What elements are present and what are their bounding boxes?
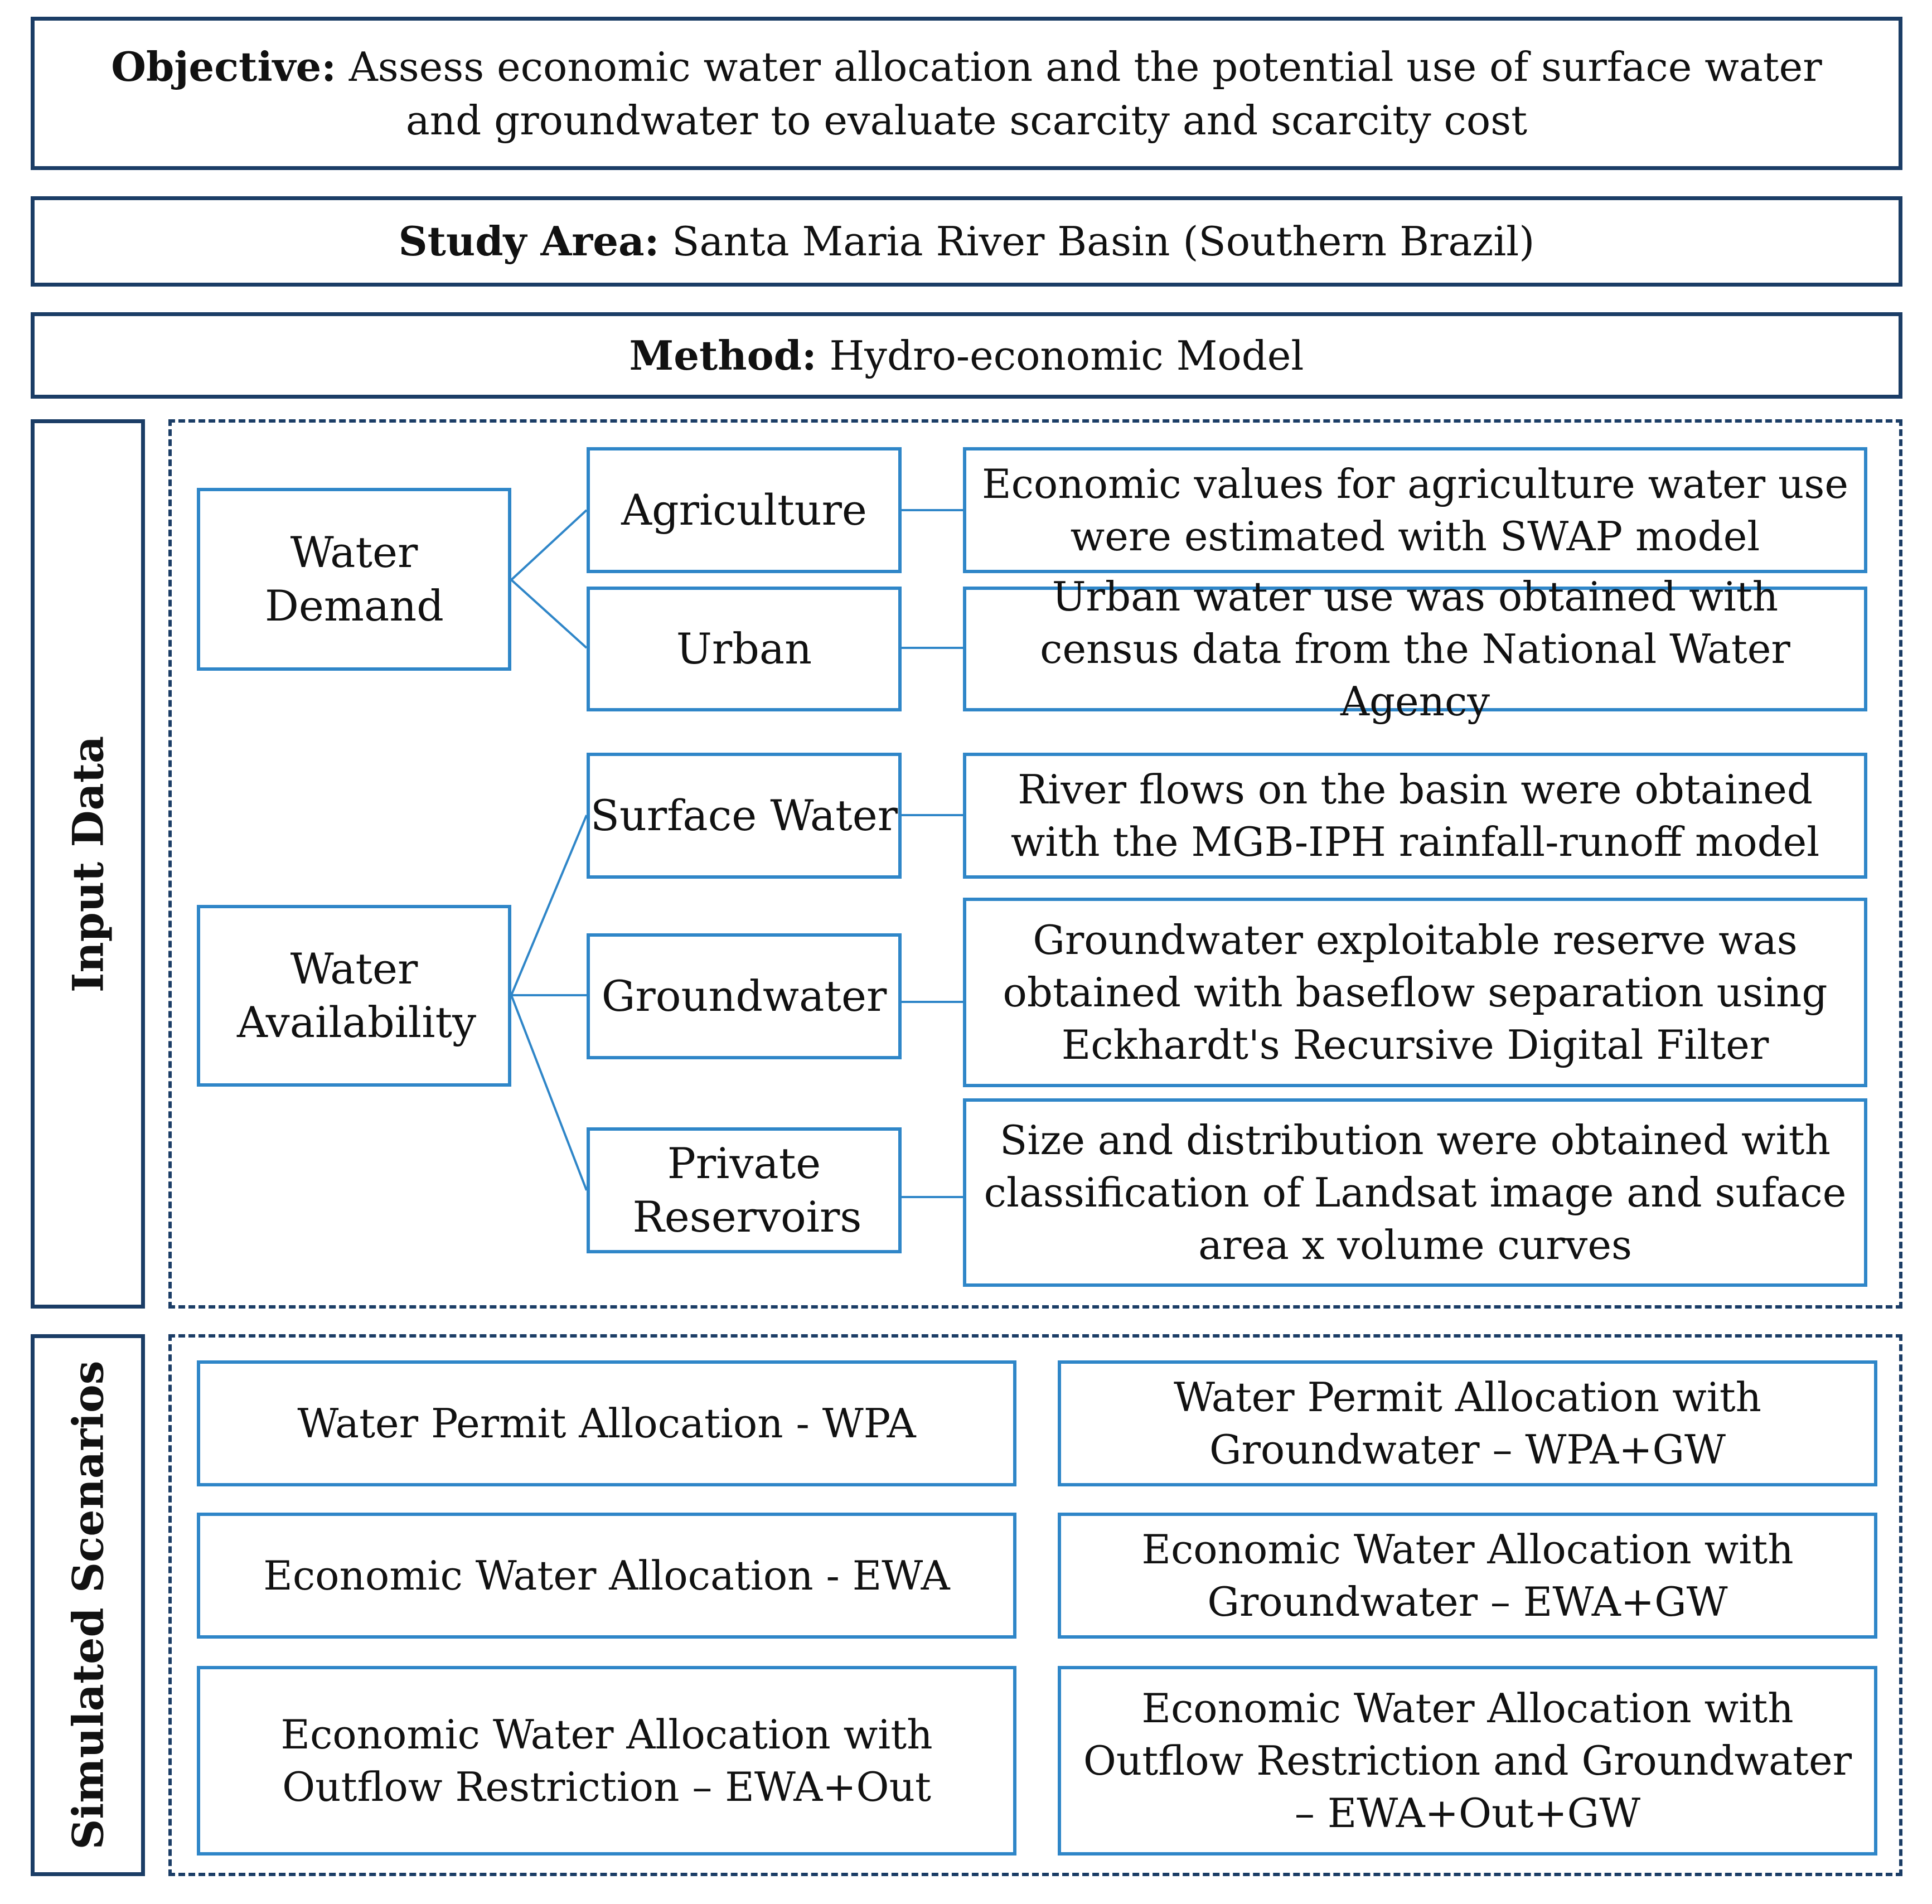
objective-label: Objective: xyxy=(111,42,336,90)
water-demand-label: Water Demand xyxy=(265,527,444,631)
scenario-wpa: Water Permit Allocation - WPA xyxy=(197,1360,1016,1486)
scenario-ewa-out: Economic Water Allocation with Outflow R… xyxy=(197,1666,1016,1855)
surface-water-description: River flows on the basin were obtained w… xyxy=(1010,766,1820,865)
urban-description: Urban water use was obtained with census… xyxy=(1040,573,1790,725)
private-reservoirs-description: Size and distribution were obtained with… xyxy=(984,1117,1847,1268)
agriculture-description-box: Economic values for agriculture water us… xyxy=(963,447,1867,573)
urban-node: Urban xyxy=(587,587,902,711)
scenario-ewa-gw: Economic Water Allocation with Groundwat… xyxy=(1058,1513,1877,1639)
surface-water-description-box: River flows on the basin were obtained w… xyxy=(963,753,1867,879)
method-text: Hydro-economic Model xyxy=(829,332,1304,379)
simulated-scenarios-label: Simulated Scenarios xyxy=(63,1360,113,1850)
groundwater-label: Groundwater xyxy=(601,971,887,1021)
groundwater-node: Groundwater xyxy=(587,933,902,1059)
study-area-label: Study Area: xyxy=(398,217,660,265)
groundwater-description: Groundwater exploitable reserve was obta… xyxy=(1003,917,1828,1068)
objective-box: Objective: Assess economic water allocat… xyxy=(31,17,1902,170)
urban-description-box: Urban water use was obtained with census… xyxy=(963,573,1867,725)
simulated-scenarios-side-label: Simulated Scenarios xyxy=(31,1334,145,1876)
scenario-ewa-out-gw: Economic Water Allocation with Outflow R… xyxy=(1058,1666,1877,1855)
method-text-block: Method: Hydro-economic Model xyxy=(630,329,1304,382)
input-data-side-label: Input Data xyxy=(31,419,145,1309)
agriculture-description: Economic values for agriculture water us… xyxy=(982,461,1848,560)
agriculture-node: Agriculture xyxy=(587,447,902,573)
scenario-ewa-text: Economic Water Allocation - EWA xyxy=(263,1552,950,1599)
scenario-ewa: Economic Water Allocation - EWA xyxy=(197,1513,1016,1639)
study-area-text-block: Study Area: Santa Maria River Basin (Sou… xyxy=(399,215,1535,268)
method-box: Method: Hydro-economic Model xyxy=(31,312,1902,399)
surface-water-node: Surface Water xyxy=(587,753,902,879)
scenario-ewa-out-gw-text: Economic Water Allocation with Outflow R… xyxy=(1083,1685,1852,1837)
study-area-box: Study Area: Santa Maria River Basin (Sou… xyxy=(31,196,1902,287)
study-area-text: Santa Maria River Basin (Southern Brazil… xyxy=(672,218,1535,265)
groundwater-description-box: Groundwater exploitable reserve was obta… xyxy=(963,898,1867,1087)
objective-text-block: Objective: Assess economic water allocat… xyxy=(68,40,1865,147)
objective-text: Assess economic water allocation and the… xyxy=(348,43,1822,144)
private-reservoirs-description-box: Size and distribution were obtained with… xyxy=(963,1098,1867,1287)
scenario-ewa-gw-text: Economic Water Allocation with Groundwat… xyxy=(1141,1526,1794,1625)
scenario-wpa-gw: Water Permit Allocation with Groundwater… xyxy=(1058,1360,1877,1486)
scenario-wpa-text: Water Permit Allocation - WPA xyxy=(297,1400,916,1447)
surface-water-label: Surface Water xyxy=(590,791,898,840)
water-availability-label: Water Availability xyxy=(237,944,477,1047)
private-reservoirs-label: Private Reservoirs xyxy=(632,1138,862,1242)
private-reservoirs-node: Private Reservoirs xyxy=(587,1127,902,1253)
scenario-ewa-out-text: Economic Water Allocation with Outflow R… xyxy=(280,1711,933,1810)
water-demand-node: Water Demand xyxy=(197,488,511,671)
agriculture-label: Agriculture xyxy=(621,485,867,535)
urban-label: Urban xyxy=(676,624,812,674)
input-data-panel xyxy=(168,419,1902,1309)
simulated-scenarios-panel xyxy=(168,1334,1902,1876)
water-availability-node: Water Availability xyxy=(197,905,511,1087)
method-label: Method: xyxy=(629,331,817,379)
scenario-wpa-gw-text: Water Permit Allocation with Groundwater… xyxy=(1173,1374,1762,1473)
